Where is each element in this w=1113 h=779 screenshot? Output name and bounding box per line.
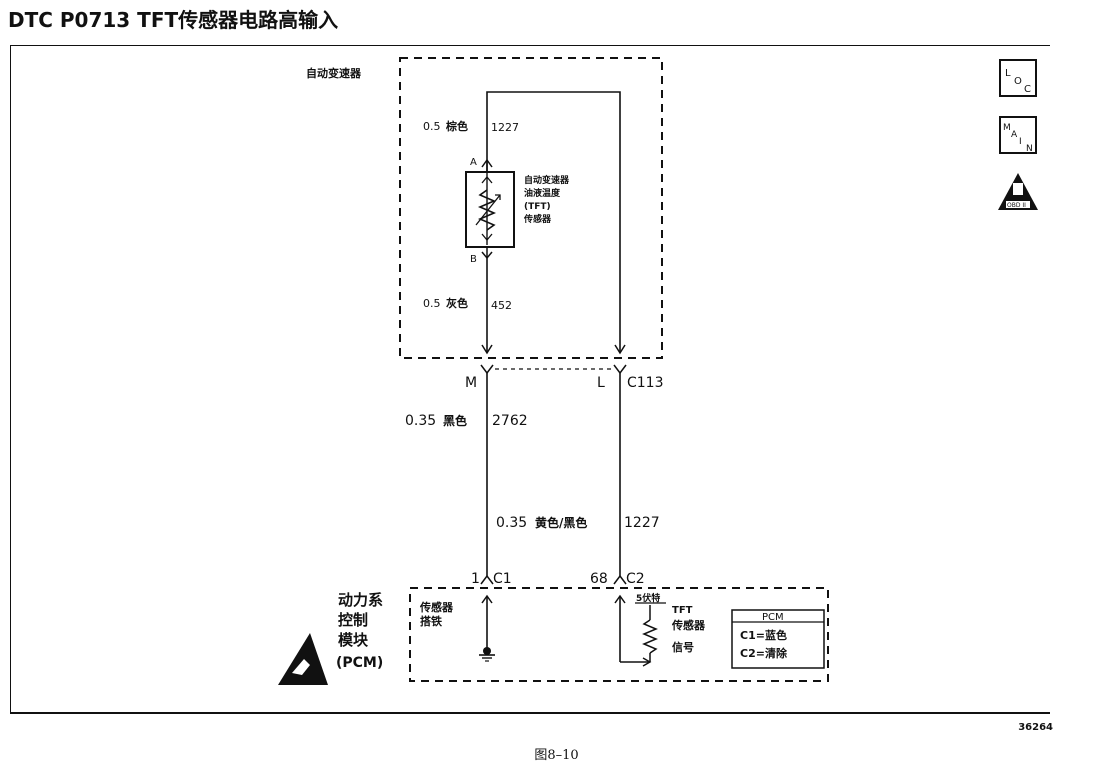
pcm-label-4: (PCM) bbox=[336, 655, 383, 671]
sensor-label-3: (TFT) bbox=[524, 202, 551, 212]
svg-text:O: O bbox=[1014, 76, 1022, 87]
c113-name: C113 bbox=[627, 375, 664, 391]
pcm-legend-title: PCM bbox=[762, 612, 784, 623]
c113-pin-l: L bbox=[597, 375, 605, 391]
pcm-label-1: 动力系 bbox=[338, 591, 383, 609]
svg-text:M: M bbox=[1003, 123, 1011, 133]
ground-symbol bbox=[479, 647, 495, 662]
svg-text:OBD II: OBD II bbox=[1007, 202, 1026, 209]
pin-b-label: B bbox=[470, 254, 477, 265]
transmission-box bbox=[399, 57, 663, 359]
figure-caption: 图8–10 bbox=[534, 748, 579, 763]
connector-c113-m bbox=[480, 364, 494, 375]
lower-wire-size: 0.5 bbox=[423, 297, 441, 310]
transmission-label: 自动变速器 bbox=[306, 66, 362, 80]
pcm-legend-box bbox=[731, 609, 825, 669]
pcm-label-3: 模块 bbox=[338, 631, 369, 649]
pcm-legend-c2: C2=清除 bbox=[740, 646, 788, 660]
svg-text:L: L bbox=[1005, 68, 1011, 79]
sensor-label-1: 自动变速器 bbox=[524, 174, 570, 186]
ground-label-1: 传感器 bbox=[419, 600, 454, 614]
right-wire-size: 0.35 bbox=[496, 515, 527, 531]
c113-pin-m: M bbox=[465, 375, 477, 391]
voltage-label: 5伏特 bbox=[636, 592, 660, 604]
figure-number: 36264 bbox=[1018, 722, 1053, 733]
signal-label-1: TFT bbox=[672, 605, 693, 616]
loop-wire bbox=[486, 91, 621, 353]
svg-text:A: A bbox=[1011, 130, 1018, 140]
obd-ii-icon[interactable]: OBD II bbox=[998, 173, 1038, 210]
pcm-label-2: 控制 bbox=[338, 611, 368, 629]
pullup-resistor-symbol bbox=[642, 619, 658, 654]
signal-label-3: 信号 bbox=[672, 640, 694, 654]
upper-wire-size: 0.5 bbox=[423, 120, 441, 133]
connector-c113-l bbox=[613, 364, 627, 375]
svg-text:C: C bbox=[1024, 84, 1031, 95]
right-wire-color: 黄色/黑色 bbox=[535, 515, 587, 530]
pcm-connector-c1: C1 bbox=[493, 571, 512, 587]
thermistor-symbol bbox=[477, 189, 497, 231]
sensor-label-4: 传感器 bbox=[523, 213, 552, 225]
schematic-frame: 自动变速器 A 0.5 棕色 1227 自动变速器 油液温度 (TFT) 传感器… bbox=[10, 45, 1050, 714]
left-wire-size: 0.35 bbox=[405, 413, 436, 429]
signal-label-2: 传感器 bbox=[671, 618, 706, 632]
lower-wire-circuit: 452 bbox=[491, 299, 512, 312]
left-wire-color: 黑色 bbox=[443, 413, 467, 428]
pcm-pin-1: 1 bbox=[471, 571, 480, 587]
pcm-box bbox=[409, 587, 829, 682]
left-wire-circuit: 2762 bbox=[492, 413, 528, 429]
upper-wire-color: 棕色 bbox=[445, 119, 468, 133]
tft-sensor bbox=[465, 171, 515, 248]
pcm-connector-c2: C2 bbox=[626, 571, 645, 587]
esd-warning-icon bbox=[278, 633, 328, 685]
sensor-label-2: 油液温度 bbox=[524, 187, 561, 199]
page-title: DTC P0713 TFT传感器电路高输入 bbox=[8, 8, 339, 32]
pin-a-label: A bbox=[470, 157, 477, 168]
svg-text:I: I bbox=[1019, 137, 1022, 147]
main-icon[interactable]: M A I N bbox=[999, 116, 1037, 154]
pcm-legend-c1: C1=蓝色 bbox=[740, 628, 787, 642]
upper-wire-circuit: 1227 bbox=[491, 121, 519, 134]
right-wire-circuit: 1227 bbox=[624, 515, 660, 531]
ground-label-2: 搭铁 bbox=[420, 614, 442, 628]
pcm-pin-68: 68 bbox=[590, 571, 608, 587]
loc-icon[interactable]: L O C bbox=[999, 59, 1037, 97]
svg-text:N: N bbox=[1026, 144, 1033, 154]
lower-wire-color: 灰色 bbox=[446, 296, 468, 310]
